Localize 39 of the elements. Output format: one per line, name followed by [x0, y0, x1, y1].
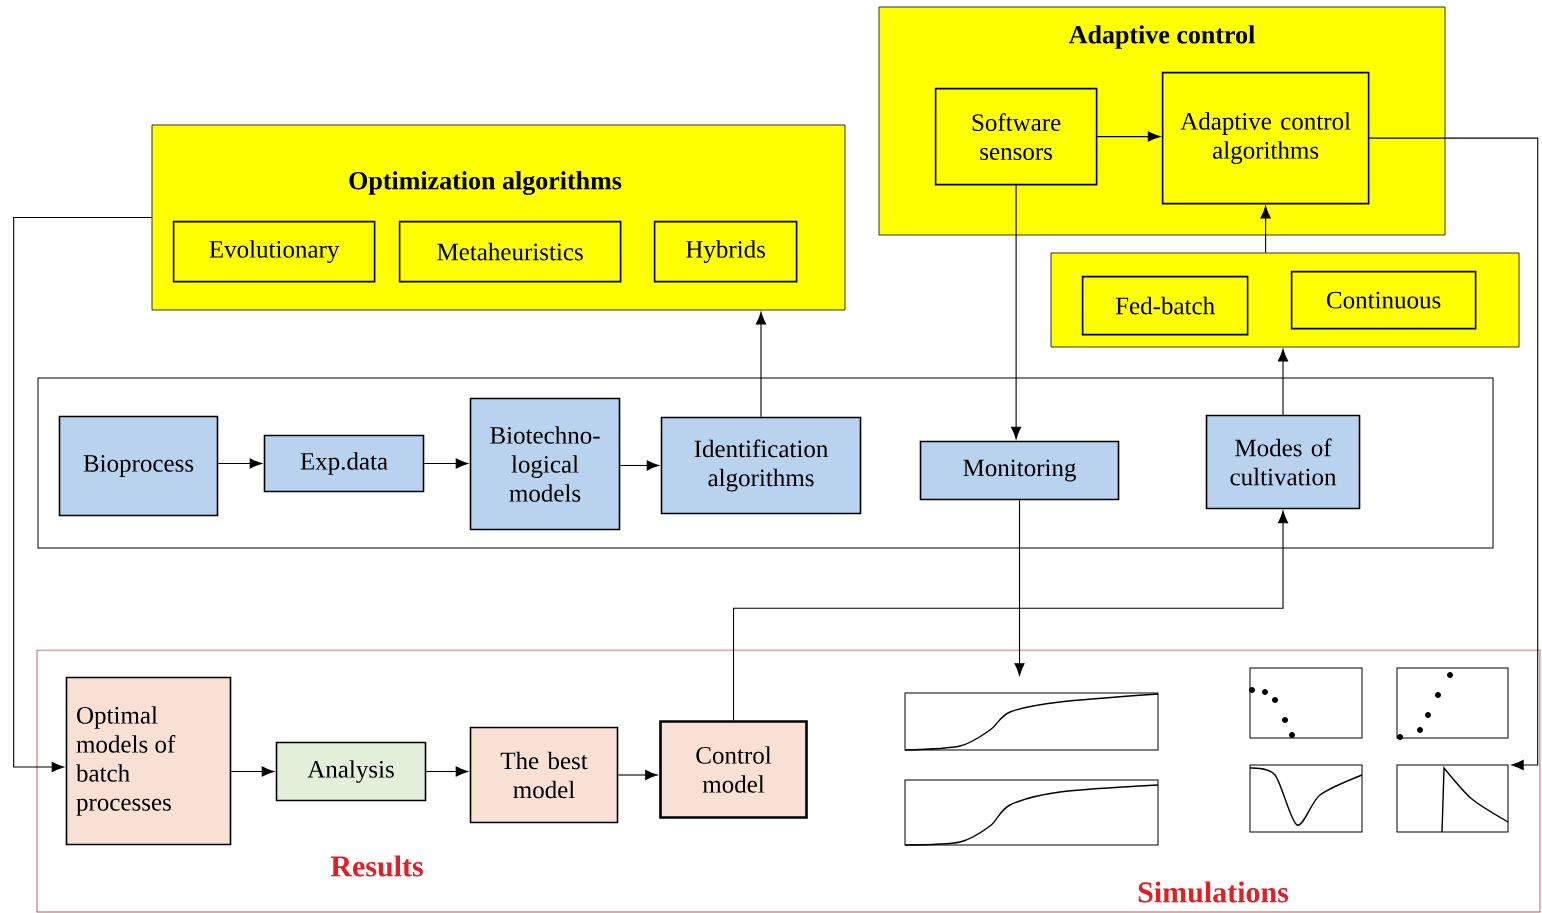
arrow — [1014, 499, 1025, 676]
arrow — [423, 458, 469, 469]
panel-title: Optimization algorithms — [349, 171, 622, 195]
process-box: Identification algorithms — [660, 416, 862, 515]
frame-title: Results — [330, 855, 423, 877]
process-box: Control model — [659, 720, 808, 819]
arrow — [230, 766, 275, 777]
frame-title: Simulations — [1138, 881, 1289, 903]
process-box: Adaptive control algorithms — [1161, 71, 1370, 205]
arrow — [732, 510, 1289, 721]
arrow — [1368, 137, 1539, 771]
picture — [1249, 667, 1509, 833]
process-box: Monitoring — [919, 440, 1120, 501]
process-box: Optimal models of batch processes — [65, 676, 232, 846]
process-box: Evolutionary — [172, 220, 376, 283]
process-box: Exp.data — [263, 434, 425, 493]
arrow — [1096, 131, 1161, 142]
picture — [904, 692, 1159, 846]
arrow — [1277, 349, 1289, 416]
process-box: The best model — [469, 726, 619, 824]
process-box: Bioprocess — [58, 415, 219, 517]
process-box: Software sensors — [934, 87, 1098, 186]
frame — [37, 377, 1494, 549]
process-box: Analysis — [275, 741, 427, 802]
arrow — [755, 312, 767, 418]
arrow — [1260, 206, 1271, 254]
process-box: Hybrids — [653, 220, 798, 283]
arrow — [13, 216, 153, 773]
panel-title: Adaptive control — [1069, 25, 1255, 49]
arrow — [1011, 184, 1022, 440]
process-box: Modes of cultivation — [1205, 414, 1361, 510]
arrow — [619, 460, 660, 471]
process-box: Biotechno-logical models — [469, 397, 621, 531]
arrow — [217, 458, 263, 469]
process-box: Metaheuristics — [398, 220, 622, 283]
arrow — [617, 769, 658, 781]
arrow — [425, 766, 469, 777]
process-box: Fed-batch — [1081, 275, 1249, 336]
process-box: Continuous — [1290, 270, 1477, 330]
